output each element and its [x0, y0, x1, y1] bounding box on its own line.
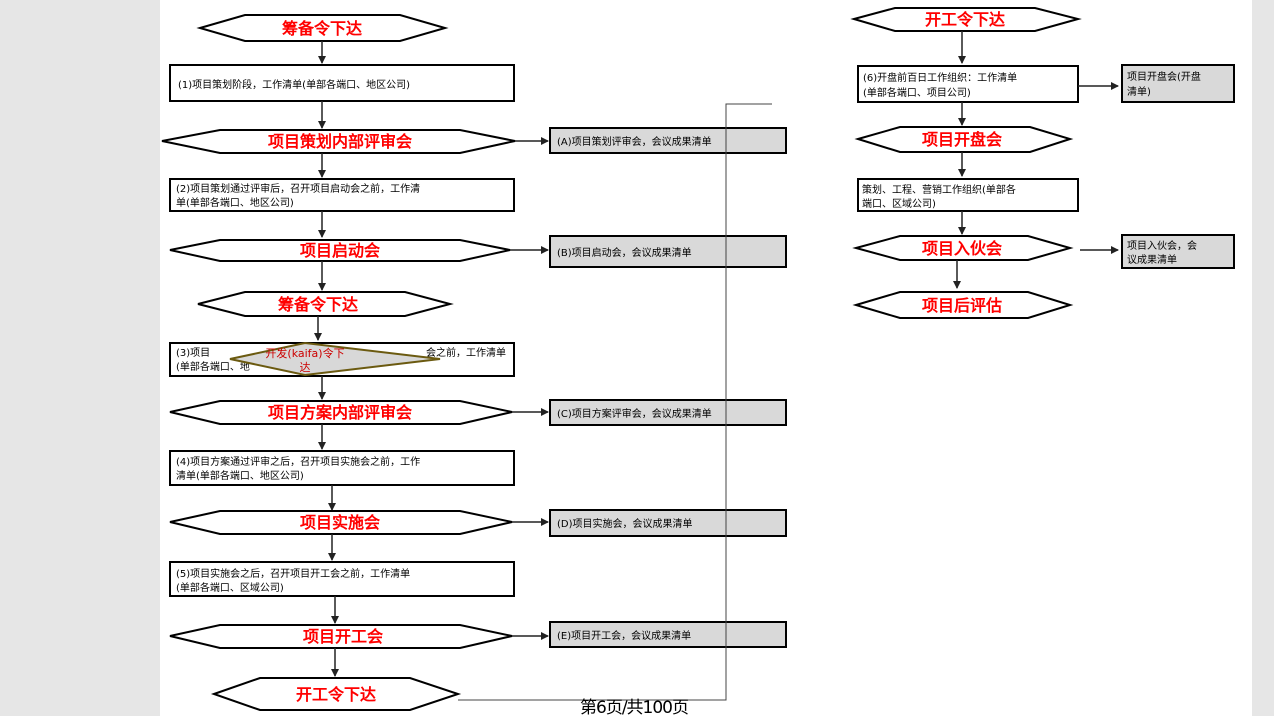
hex-node-h3: 项目启动会 [169, 239, 511, 262]
task-box-b4: (4)项目方案通过评审之后，召开项目实施会之前，工作 清单(单部各端口、地区公司… [169, 450, 515, 486]
hex-node-h5-label: 项目方案内部评审会 [268, 403, 412, 422]
hex-node-h2: 项目策划内部评审会 [161, 129, 516, 154]
task-box-b7-line-2: 端口、区域公司) [862, 197, 936, 210]
hex-node-h4: 筹备令下达 [197, 291, 454, 317]
hex-node-h3-label: 项目启动会 [300, 241, 380, 260]
result-box-r6-line-1: 项目开盘会(开盘 [1127, 70, 1201, 83]
task-box-b2-line-1: (2)项目策划通过评审后，召开项目启动会之前，工作清 [176, 182, 420, 195]
result-box-r6: 项目开盘会(开盘 清单) [1121, 64, 1235, 103]
hex-node-h7-label: 项目开工会 [303, 627, 383, 646]
result-box-r7-line-1: 项目入伙会，会 [1127, 239, 1197, 252]
result-box-r1: (A)项目策划评审会，会议成果清单 [549, 127, 787, 154]
overlay-diamond: 开发(kaifa)令下 达 [229, 341, 441, 377]
task-box-b2-line-2: 单(单部各端口、地区公司) [176, 196, 294, 209]
task-box-b1-line-1: (1)项目策划阶段，工作清单(单部各端口、地区公司) [178, 78, 410, 91]
page-number-label: 第6页/共100页 [580, 698, 689, 718]
result-box-r7-line-2: 议成果清单 [1127, 253, 1177, 266]
result-box-r3: (C)项目方案评审会，会议成果清单 [549, 399, 787, 426]
hex-node-h1: 筹备令下达 [196, 14, 449, 42]
hex-node-h2-label: 项目策划内部评审会 [268, 132, 412, 151]
task-box-b2: (2)项目策划通过评审后，召开项目启动会之前，工作清 单(单部各端口、地区公司) [169, 178, 515, 212]
hex-node-h12-label: 项目后评估 [922, 296, 1002, 315]
result-box-r3-line-1: (C)项目方案评审会，会议成果清单 [557, 407, 712, 420]
task-box-b6: (6)开盘前百日工作组织：工作清单 (单部各端口、项目公司) [857, 65, 1079, 103]
result-box-r2-line-1: (B)项目启动会，会议成果清单 [557, 246, 692, 259]
hex-node-h10: 项目开盘会 [854, 126, 1074, 153]
task-box-b6-line-1: (6)开盘前百日工作组织：工作清单 [863, 71, 1017, 84]
hex-node-h4-label: 筹备令下达 [278, 295, 358, 314]
hex-node-h12: 项目后评估 [852, 291, 1074, 319]
hex-node-h6-label: 项目实施会 [300, 513, 380, 532]
slide-canvas: 筹备令下达 (1)项目策划阶段，工作清单(单部各端口、地区公司) 项目策划内部评… [160, 0, 1252, 716]
hex-node-h7: 项目开工会 [169, 624, 513, 649]
overlay-diamond-line-2: 达 [300, 361, 311, 374]
hex-node-h11: 项目入伙会 [852, 235, 1074, 261]
hex-node-h10-label: 项目开盘会 [922, 130, 1002, 149]
hex-node-h9-label: 开工令下达 [925, 10, 1005, 29]
task-box-b4-line-1: (4)项目方案通过评审之后，召开项目实施会之前，工作 [176, 455, 420, 468]
overlay-diamond-line-1: 开发(kaifa)令下 [265, 346, 344, 360]
result-box-r6-line-2: 清单) [1127, 85, 1151, 98]
hex-node-h11-label: 项目入伙会 [922, 239, 1002, 258]
result-box-r1-line-1: (A)项目策划评审会，会议成果清单 [557, 135, 712, 148]
task-box-b6-line-2: (单部各端口、项目公司) [863, 86, 971, 99]
hex-node-h5: 项目方案内部评审会 [169, 400, 513, 425]
result-box-r2: (B)项目启动会，会议成果清单 [549, 235, 787, 268]
result-box-r4-line-1: (D)项目实施会，会议成果清单 [557, 517, 693, 530]
task-box-b1: (1)项目策划阶段，工作清单(单部各端口、地区公司) [169, 64, 515, 102]
task-box-b5-line-1: (5)项目实施会之后，召开项目开工会之前，工作清单 [176, 567, 410, 580]
task-box-b3-line-3: 会之前，工作清单 [426, 346, 506, 359]
hex-node-h8: 开工令下达 [210, 677, 462, 711]
hex-node-h8-label: 开工令下达 [296, 685, 376, 704]
task-box-b5-line-2: (单部各端口、区域公司) [176, 581, 284, 594]
result-box-r7: 项目入伙会，会 议成果清单 [1121, 234, 1235, 269]
task-box-b7-line-1: 策划、工程、营销工作组织(单部各 [862, 183, 1016, 196]
result-box-r4: (D)项目实施会，会议成果清单 [549, 509, 787, 537]
hex-node-h1-label: 筹备令下达 [282, 19, 362, 38]
task-box-b7: 策划、工程、营销工作组织(单部各 端口、区域公司) [857, 178, 1079, 212]
task-box-b5: (5)项目实施会之后，召开项目开工会之前，工作清单 (单部各端口、区域公司) [169, 561, 515, 597]
result-box-r5-line-1: (E)项目开工会，会议成果清单 [557, 629, 691, 642]
task-box-b3-line-2: (单部各端口、地 [176, 360, 250, 373]
project-workflow-flowchart: 筹备令下达 (1)项目策划阶段，工作清单(单部各端口、地区公司) 项目策划内部评… [161, 7, 1235, 711]
result-box-r5: (E)项目开工会，会议成果清单 [549, 621, 787, 648]
task-box-b4-line-2: 清单(单部各端口、地区公司) [176, 469, 304, 482]
hex-node-h6: 项目实施会 [169, 510, 513, 535]
connector-line [458, 103, 772, 701]
hex-node-h9: 开工令下达 [850, 7, 1082, 32]
task-box-b3-line-1: (3)项目 [176, 347, 210, 359]
